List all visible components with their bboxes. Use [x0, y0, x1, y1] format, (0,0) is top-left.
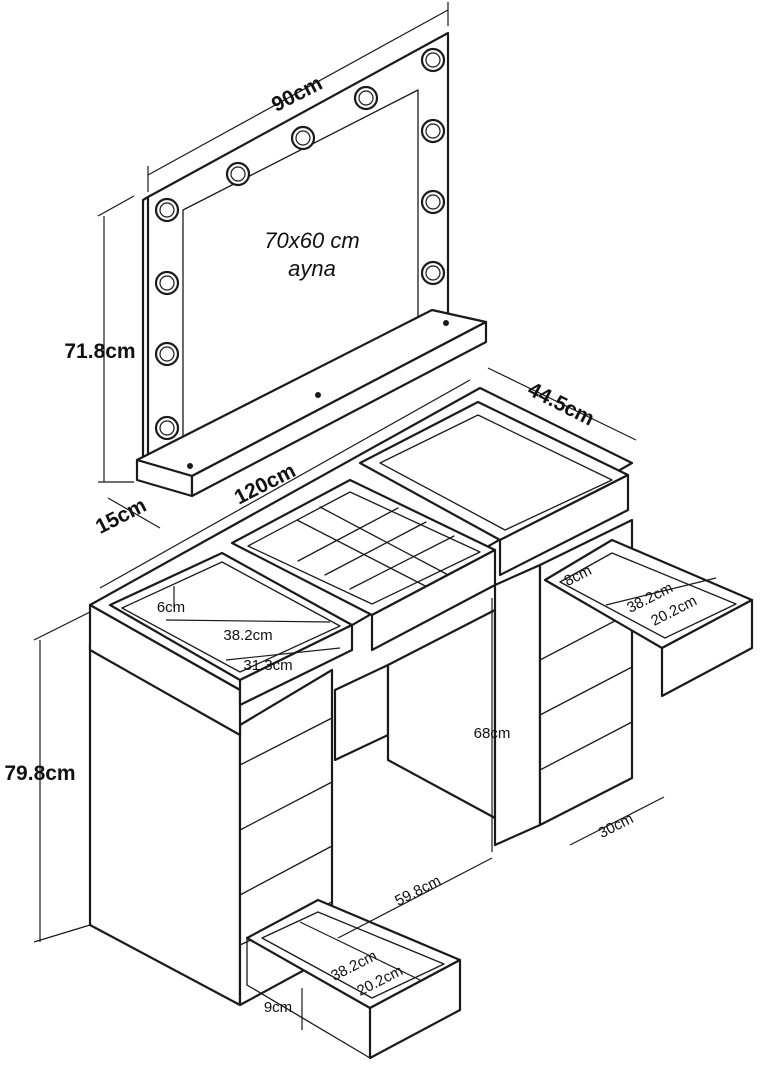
left-top-band — [88, 603, 242, 737]
knee-height-label: 68cm — [474, 725, 511, 742]
bulb-icon — [353, 85, 379, 111]
top-left-tray-dimensions: 6cm 38.2cm 31.3cm — [157, 586, 341, 674]
organizer-divider — [297, 507, 399, 562]
bottom-drawer-side — [246, 984, 371, 1059]
tray-depth-label: 6cm — [157, 599, 185, 616]
bulb-icon — [420, 189, 446, 215]
right-top-tray-front — [498, 473, 630, 577]
organizer-divider — [296, 519, 434, 591]
knee-height-dimension: 68cm — [474, 598, 511, 852]
middle-organizer-inner — [247, 491, 481, 605]
bulb-icon — [154, 415, 180, 441]
organizer-divider — [324, 521, 427, 576]
table-height-dimension: 79.8cm — [4, 611, 91, 943]
bulb-icon — [154, 270, 180, 296]
tray-width-label: 38.2cm — [223, 627, 272, 644]
mirror-bulbs — [154, 47, 446, 441]
right-open-drawer-front — [660, 598, 754, 698]
tray-length-label: 31.3cm — [243, 657, 292, 674]
right-open-drawer-inner — [559, 552, 737, 639]
mirror-glass-label: 70x60 cm — [264, 228, 359, 253]
mirror-height-dimension: 71.8cm — [64, 195, 136, 483]
bulb-icon — [154, 197, 180, 223]
bottom-drawer-depth-label: 9cm — [264, 999, 292, 1016]
mirror: 70x60 cm ayna 90cm 71.8cm 15cm — [64, 2, 488, 539]
bulb-icon — [420, 260, 446, 286]
knee-width-dimension: 59.8cm — [337, 857, 493, 939]
mirror-shelf-hole — [315, 392, 321, 398]
bulb-icon — [225, 161, 251, 187]
mirror-glass-sublabel: ayna — [288, 256, 336, 281]
right-top-tray-inner — [379, 414, 613, 531]
right-cabinet-drawer-line — [539, 666, 633, 716]
left-cabinet-drawer-line — [239, 845, 333, 896]
left-top-tray-inner — [121, 561, 341, 673]
mirror-shelf-hole — [443, 320, 449, 326]
dressing-table: 120cm 44.5cm 79.8cm 68cm 59.8cm 30cm 6cm — [4, 367, 754, 1060]
back-panel — [386, 608, 497, 820]
bottom-open-drawer-inner — [261, 911, 445, 999]
middle-drawer-front — [333, 663, 390, 762]
left-cabinet-drawer-line — [239, 717, 333, 766]
cabinet-width-dimension: 30cm — [569, 796, 665, 846]
left-top-tray-front — [238, 623, 354, 707]
bulb-icon — [290, 125, 316, 151]
mirror-height-label: 71.8cm — [64, 340, 135, 363]
bottom-open-drawer-front — [368, 958, 462, 1060]
mirror-depth-dimension: 15cm — [92, 494, 161, 539]
right-cabinet-front — [493, 563, 542, 847]
mirror-shelf-edge — [190, 320, 488, 498]
knee-width-label: 59.8cm — [392, 872, 444, 909]
bulb-icon — [420, 47, 446, 73]
bulb-icon — [154, 341, 180, 367]
organizer-divider — [349, 535, 455, 590]
mirror-depth-label: 15cm — [92, 494, 150, 539]
left-cabinet-drawer-line — [239, 781, 333, 831]
right-cabinet-drawer-line — [539, 721, 633, 771]
table-height-label: 79.8cm — [4, 762, 75, 785]
bulb-icon — [420, 118, 446, 144]
mirror-shelf-hole — [187, 463, 193, 469]
cabinet-width-label: 30cm — [596, 810, 636, 842]
